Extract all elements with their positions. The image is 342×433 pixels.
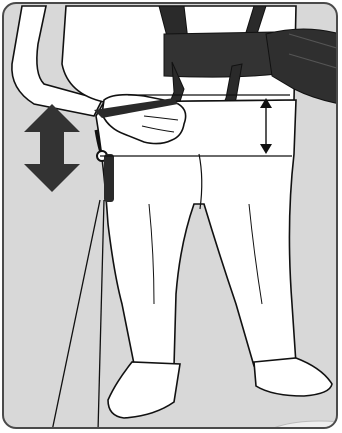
double-vertical-arrow-icon <box>24 104 80 192</box>
right-shoe <box>254 358 332 396</box>
left-shoe <box>108 362 180 418</box>
illustration-panel <box>2 2 338 429</box>
harness-adjustment-illustration <box>4 4 338 429</box>
